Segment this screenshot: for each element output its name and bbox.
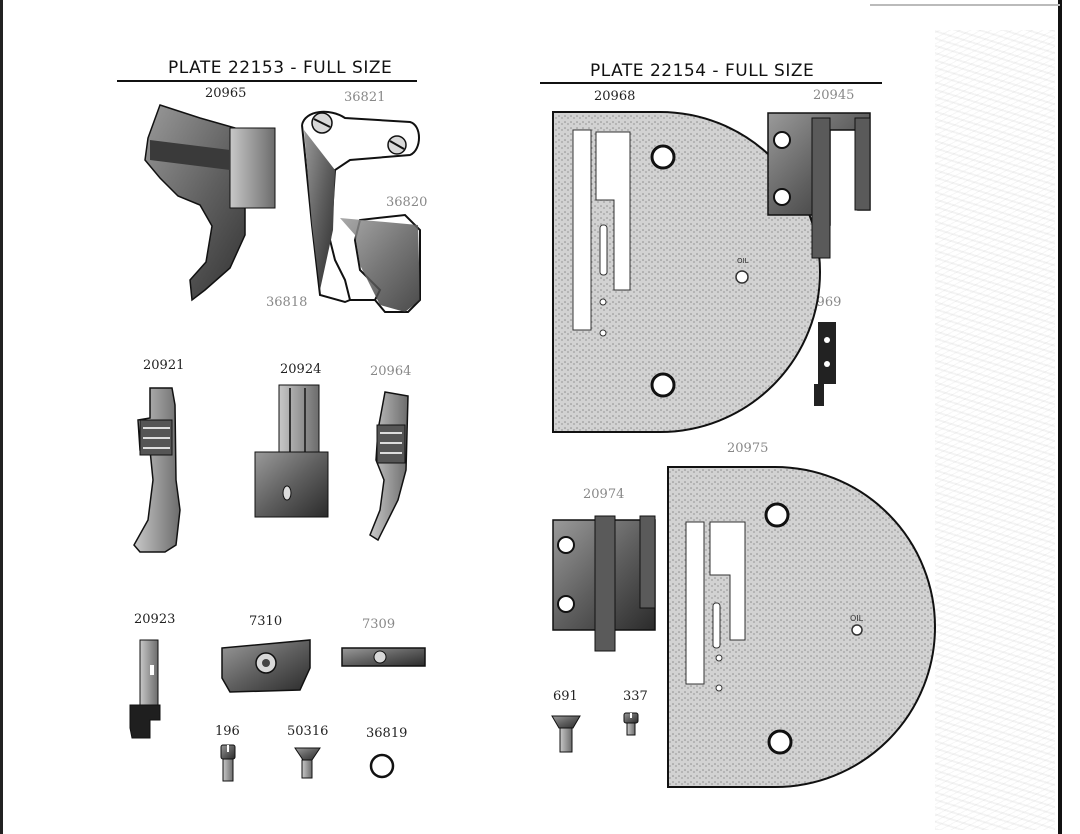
- part-label-20921: 20921: [143, 358, 185, 373]
- part-20921-illustration: [133, 387, 181, 553]
- part-label-7309: 7309: [362, 617, 396, 632]
- part-7309-illustration: [341, 647, 426, 667]
- part-label-20968: 20968: [594, 89, 636, 104]
- part-20923-illustration: [129, 639, 161, 739]
- part-label-20975: 20975: [727, 441, 769, 456]
- part-36819-ring-illustration: [369, 753, 395, 779]
- part-label-337: 337: [623, 689, 648, 704]
- part-20945-feed-dog-illustration: [767, 112, 871, 259]
- part-label-7310: 7310: [249, 614, 283, 629]
- part-label-196: 196: [215, 724, 240, 739]
- right-plate-title: PLATE 22154 - FULL SIZE: [590, 61, 815, 81]
- scan-noise-strip: [935, 30, 1055, 830]
- part-196-screw-illustration: [220, 744, 236, 782]
- part-label-20924: 20924: [280, 362, 322, 377]
- part-337-screw-illustration: [623, 712, 639, 736]
- part-label-36818: 36818: [266, 295, 308, 310]
- page-right-edge: [1058, 0, 1062, 834]
- right-plate-rule: [540, 82, 882, 84]
- part-20968-throat-plate-illustration: OIL: [552, 111, 821, 433]
- part-20974-feed-dog-illustration: [552, 515, 656, 652]
- part-20975-throat-plate-illustration: OIL: [667, 466, 936, 788]
- part-label-36820: 36820: [386, 195, 428, 210]
- part-label-20945: 20945: [813, 88, 855, 103]
- part-label-691: 691: [553, 689, 578, 704]
- part-label-20965: 20965: [205, 86, 247, 101]
- part-label-50316: 50316: [287, 724, 329, 739]
- left-plate-title: PLATE 22153 - FULL SIZE: [168, 58, 393, 78]
- page-top-line: [870, 4, 1060, 6]
- part-label-36819: 36819: [366, 726, 408, 741]
- part-50316-screw-illustration: [294, 747, 321, 779]
- oil-label-top: OIL: [737, 257, 749, 265]
- page-left-edge: [0, 0, 3, 834]
- part-20964-illustration: [369, 391, 409, 542]
- part-label-20974: 20974: [583, 487, 625, 502]
- part-label-36821: 36821: [344, 90, 386, 105]
- part-label-20964: 20964: [370, 364, 412, 379]
- left-plate-rule: [117, 80, 417, 82]
- oil-label-bottom: OIL: [850, 614, 864, 623]
- part-20969-illustration: [814, 322, 836, 406]
- part-20924-illustration: [254, 384, 329, 518]
- part-36821-assembly-illustration: [301, 110, 421, 313]
- part-7310-illustration: [221, 639, 311, 693]
- part-691-screw-illustration: [551, 715, 581, 753]
- part-20965-illustration: [144, 104, 276, 302]
- part-label-20923: 20923: [134, 612, 176, 627]
